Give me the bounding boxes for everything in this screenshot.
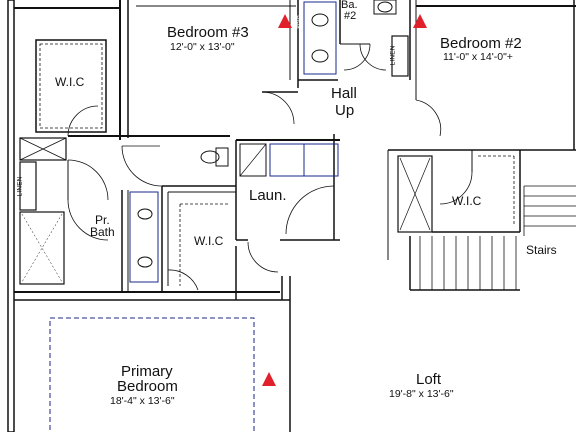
primary-bedroom-name-line1: Primary xyxy=(121,363,173,380)
bedroom2-dims: 11'-0" x 14'-0"+ xyxy=(443,51,513,63)
primary-bath-name-line2: Bath xyxy=(90,225,115,239)
stairs-treads xyxy=(409,185,576,291)
exterior-wall-left xyxy=(7,0,15,432)
bedroom3-dims: 12'-0" x 13'-0" xyxy=(170,41,235,53)
hall-name-line1: Hall xyxy=(331,85,357,102)
data-label-bedroom3: DATA xyxy=(294,15,301,29)
hall-name-line2: Up xyxy=(335,102,355,119)
linen-closet-left xyxy=(19,161,37,211)
wic-mid-name: W.I.C xyxy=(194,234,224,248)
data-marker-bedroom2 xyxy=(413,14,427,28)
vanity-bath2 xyxy=(303,1,337,75)
data-marker-primary xyxy=(262,372,276,386)
vanity-primary-bath xyxy=(129,191,159,283)
data-markers xyxy=(262,14,427,386)
primary-bath-name-line1: Pr. xyxy=(95,213,110,227)
wic-left-outline xyxy=(35,39,107,133)
bath2-name-line2: #2 xyxy=(344,10,357,22)
linen-label-hall: LINEN xyxy=(389,45,397,66)
walls xyxy=(7,0,576,432)
stairs-name: Stairs xyxy=(526,243,557,257)
washer xyxy=(269,143,305,177)
loft-name: Loft xyxy=(416,371,442,388)
dryer xyxy=(303,143,339,177)
data-label-bedroom2: DATA xyxy=(428,15,435,29)
wic-right-name: W.I.C xyxy=(452,194,482,208)
bath2-name-line1: Ba. xyxy=(341,0,358,11)
primary-bedroom-name-line2: Bedroom xyxy=(117,378,178,395)
shower xyxy=(19,211,65,285)
data-label-primary: DATA xyxy=(279,372,286,386)
bedroom3-name: Bedroom #3 xyxy=(167,24,249,41)
tray-ceiling-outline xyxy=(49,317,255,432)
data-marker-bedroom3 xyxy=(278,14,292,28)
wic-left-name: W.I.C xyxy=(55,75,85,89)
laundry-name: Laun. xyxy=(249,187,287,204)
linen-label-left: LINEN xyxy=(16,176,24,197)
wic-right-closet xyxy=(397,155,433,233)
loft-dims: 19'-8" x 13'-6" xyxy=(389,388,454,400)
bedroom2-name: Bedroom #2 xyxy=(440,35,522,52)
linen-closet-hall xyxy=(391,35,409,77)
primary-bedroom-dims: 18'-4" x 13'-6" xyxy=(110,395,175,407)
